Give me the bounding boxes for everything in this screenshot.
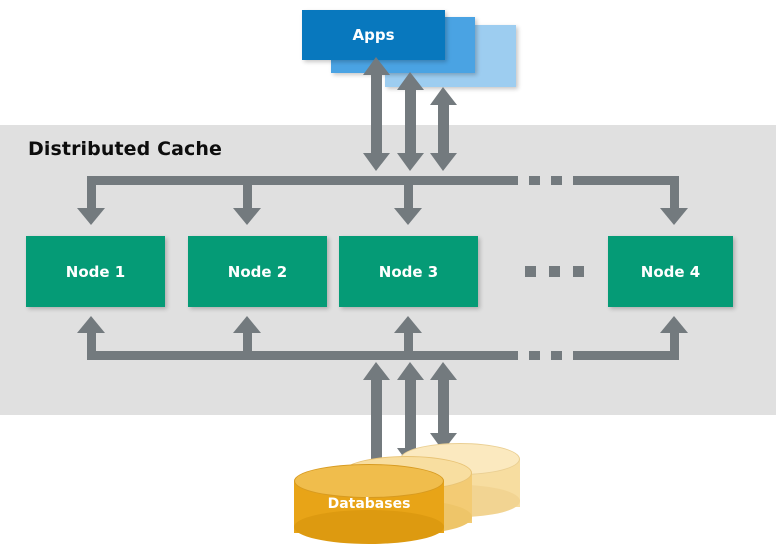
arrow-apps-cache-2 <box>397 72 424 171</box>
arrowhead-up-icon <box>363 362 390 380</box>
cache-top-bus <box>87 176 507 185</box>
bottom-bus-ellipsis <box>493 351 584 360</box>
arrowhead-up-icon <box>660 316 688 333</box>
cache-drop-node-2 <box>243 176 252 210</box>
ellipsis-dash-icon <box>493 351 518 360</box>
nodes-ellipsis <box>525 266 584 277</box>
node-label: Node 3 <box>378 262 439 281</box>
databases-label: Databases <box>327 496 411 512</box>
ellipsis-dot-icon <box>525 266 536 277</box>
distributed-cache-label: Distributed Cache <box>28 138 223 160</box>
arrowhead-up-icon <box>363 57 390 75</box>
ellipsis-dot-icon <box>551 176 562 185</box>
arrowhead-down-icon <box>397 153 424 171</box>
node-label: Node 4 <box>640 262 701 281</box>
arrowhead-up-icon <box>233 316 261 333</box>
apps-stack-front <box>302 10 445 60</box>
node-2-return-riser <box>243 333 252 360</box>
node-label: Node 2 <box>227 262 288 281</box>
arrowhead-down-icon <box>363 153 390 171</box>
cache-drop-node-4 <box>670 176 679 210</box>
node-3-return-riser <box>404 333 413 360</box>
ellipsis-dot-icon <box>573 351 584 360</box>
node-label: Node 1 <box>65 262 126 281</box>
node-4-return-riser <box>670 333 679 360</box>
cache-bottom-bus <box>87 351 507 360</box>
cache-drop-node-1 <box>87 176 96 210</box>
node-box-2[interactable]: Node 2 <box>188 236 327 307</box>
arrowhead-up-icon <box>77 316 105 333</box>
arrowhead-up-icon <box>397 72 424 90</box>
ellipsis-dot-icon <box>573 266 584 277</box>
node-box-3[interactable]: Node 3 <box>339 236 478 307</box>
arrowhead-down-icon <box>77 208 105 225</box>
arrowhead-up-icon <box>430 87 457 105</box>
arrowhead-up-icon <box>394 316 422 333</box>
database-cylinder-front <box>294 464 444 548</box>
arrowhead-down-icon <box>394 208 422 225</box>
arrowhead-up-icon <box>397 362 424 380</box>
ellipsis-dot-icon <box>549 266 560 277</box>
ellipsis-dot-icon <box>573 176 584 185</box>
arrow-cache-db-3 <box>430 362 457 451</box>
apps-label: Apps <box>352 26 395 44</box>
arrowhead-down-icon <box>430 153 457 171</box>
node-box-4[interactable]: Node 4 <box>608 236 733 307</box>
cache-bottom-bus-right <box>583 351 679 360</box>
cache-top-bus-right <box>583 176 679 185</box>
node-box-1[interactable]: Node 1 <box>26 236 165 307</box>
arrow-apps-cache-3 <box>430 87 457 171</box>
cache-drop-node-3 <box>404 176 413 210</box>
ellipsis-dot-icon <box>529 176 540 185</box>
arrow-apps-cache-1 <box>363 57 390 171</box>
ellipsis-dash-icon <box>493 176 518 185</box>
ellipsis-dot-icon <box>551 351 562 360</box>
arrowhead-down-icon <box>660 208 688 225</box>
top-bus-ellipsis <box>493 176 584 185</box>
arrowhead-down-icon <box>233 208 261 225</box>
node-1-return-riser <box>87 333 96 360</box>
ellipsis-dot-icon <box>529 351 540 360</box>
arrowhead-up-icon <box>430 362 457 380</box>
